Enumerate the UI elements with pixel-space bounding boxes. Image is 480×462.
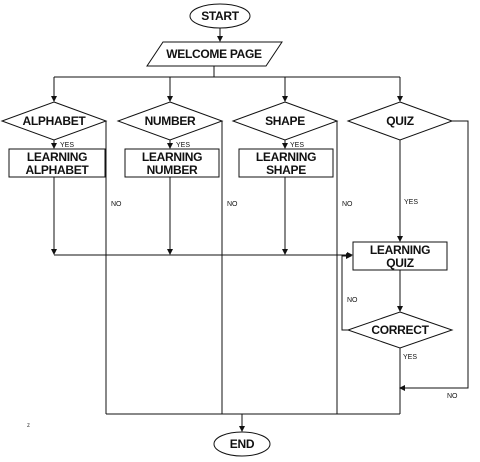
shape-label: SHAPE [265,114,305,128]
number-decision: NUMBER [116,101,224,141]
yes-shape-label: YES [290,142,304,149]
learning-alphabet-line2: ALPHABET [26,163,90,177]
learning-alphabet-box: LEARNING ALPHABET [8,148,106,178]
quiz-decision: QUIZ [346,101,454,141]
no-shape-label: NO [342,201,353,208]
shape-decision: SHAPE [231,101,339,141]
yes-quiz-label: YES [404,199,418,206]
start-node: START [189,3,251,29]
start-label: START [201,9,240,23]
no-correct-label: NO [347,297,358,304]
end-node: END [213,431,271,457]
no-number-label: NO [227,201,238,208]
learning-number-line2: NUMBER [147,163,198,177]
learning-quiz-line1: LEARNING [370,243,430,257]
no-quiz-label: NO [447,393,458,400]
welcome-page-label: WELCOME PAGE [166,47,262,61]
learning-number-box: LEARNING NUMBER [124,148,220,178]
yes-number-label: YES [176,142,190,149]
learning-quiz-line2: QUIZ [386,256,413,270]
alphabet-label: ALPHABET [23,114,87,128]
learning-shape-line2: SHAPE [266,163,306,177]
stray-mark: z [27,423,30,429]
correct-label: CORRECT [371,323,429,337]
yes-alphabet-label: YES [60,142,74,149]
no-alphabet-label: NO [111,201,122,208]
learning-quiz-box: LEARNING QUIZ [352,241,448,271]
edge-quiz-no [399,120,469,391]
correct-decision: CORRECT [346,311,454,349]
quiz-label: QUIZ [386,114,413,128]
alphabet-decision: ALPHABET [0,101,108,141]
learning-shape-box: LEARNING SHAPE [238,148,334,178]
welcome-page-node: WELCOME PAGE [146,41,283,67]
yes-correct-label: YES [403,354,417,361]
number-label: NUMBER [145,114,196,128]
learning-alphabet-line1: LEARNING [27,150,87,164]
learning-number-line1: LEARNING [142,150,202,164]
edge-correct-no [341,253,352,331]
learning-shape-line1: LEARNING [256,150,316,164]
end-label: END [230,437,255,451]
